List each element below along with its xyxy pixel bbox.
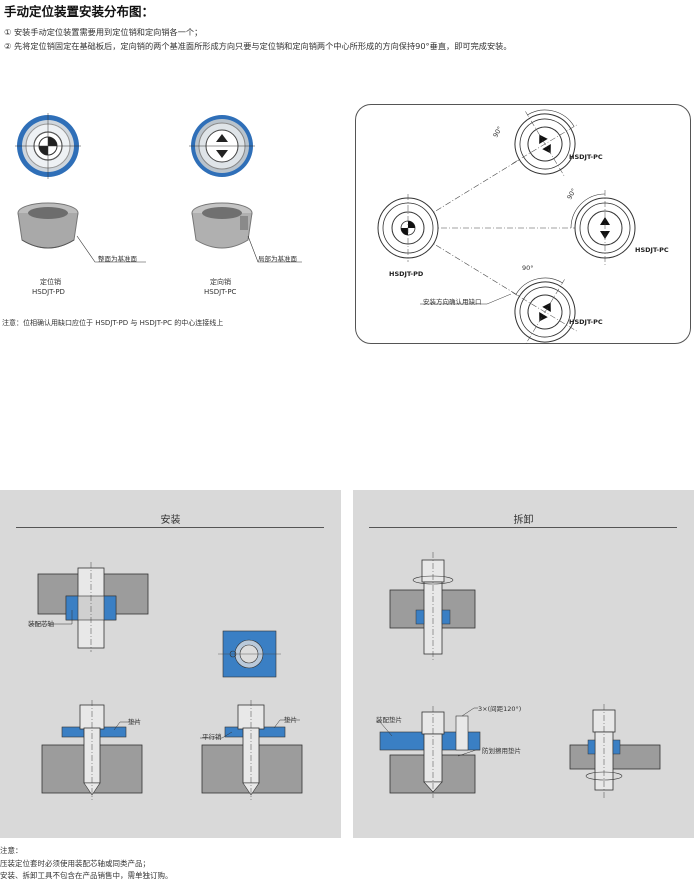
spacing-label: 3×(间距120°) [478,705,522,713]
pc-photo [191,202,253,249]
anti-scratch-washer-label: 防划擦用垫片 [482,747,521,755]
left-figure-note: 注意：位相确认用缺口应位于 HSDJT-PD 与 HSDJT-PC 的中心连接线… [2,319,224,327]
mandrel-label: 装配芯轴 [28,620,54,628]
footer-note-1: 压装定位套时必须使用装配芯轴或同类产品； [0,859,150,868]
pd-model: HSDJT-PD [32,288,65,296]
pc-top-label: HSDJT-PC [569,153,603,161]
angle-bottom: 90° [522,264,534,272]
install-title: 安装 [160,515,181,526]
footer-note-2: 安装、拆卸工具不包含在产品销售中，需单独订购。 [0,871,173,880]
remove-title-rule [369,527,677,528]
footer-note-title: 注意： [0,846,23,855]
pc-reference-label: 局部为基准面 [258,255,297,263]
remove-panel [353,490,694,838]
intro-line-1: ① 安装手动定位装置需要用到定位销和定向销各一个； [4,27,203,37]
remove-title: 拆卸 [513,515,534,526]
pc-name: 定向销 [210,278,231,286]
layout-diagram-frame [355,104,691,344]
pd-name: 定位销 [40,278,61,286]
washer-label-1: 垫片 [128,718,141,726]
pc-ring [189,115,255,177]
install-title-rule [16,527,324,528]
pd-ring [15,113,81,179]
pd-reference-label: 整面为基准面 [98,255,137,263]
notch-label: 安装方向确认用缺口 [423,298,482,306]
pc-model: HSDJT-PC [204,288,237,296]
intro-line-2: ② 先将定位销固定在基础板后，定向销的两个基准面所形成方向只要与定位销和定向销两… [4,41,512,51]
pc-mid-label: HSDJT-PC [635,246,669,254]
parallel-pin-label: 平行销 [202,733,222,741]
page-title: 手动定位装置安装分布图： [4,4,155,19]
assembly-washer-label: 装配垫片 [376,716,402,724]
install-panel [0,490,341,838]
pc-bottom-label: HSDJT-PC [569,318,603,326]
pd-label: HSDJT-PD [389,270,424,278]
pd-photo [17,202,79,249]
washer-label-2: 垫片 [284,716,297,724]
